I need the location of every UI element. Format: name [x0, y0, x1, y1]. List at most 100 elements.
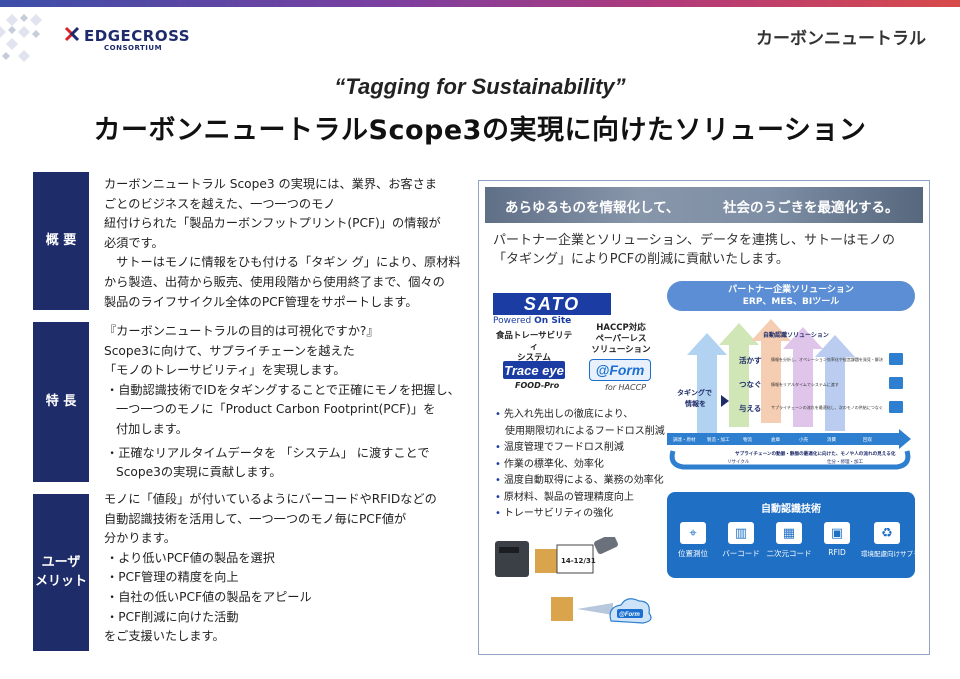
rfid-icon: ▣ [824, 522, 850, 544]
feature-text: 作業の標準化、効率化 [503, 458, 604, 470]
intro-line: 「タギング」によりPCFの削減に貢献いたします。 [493, 252, 789, 267]
feature-text: 先入れ先出しの徹底により、 [503, 409, 634, 420]
return-label: リサイクル [727, 459, 750, 465]
qr-code-icon: ▦ [776, 522, 802, 544]
stream-caption: サプライチェーンの動脈・静脈の最適化に向けた、モノや人の流れの見える化 [735, 450, 896, 457]
overview-line: カーボンニュートラル Scope3 の実現には、業界、お客さま [104, 177, 437, 191]
auto-item-label: 環境配慮向けサプライ [861, 550, 926, 558]
stage-label: 物流 [743, 436, 752, 443]
features-bullet-cont: 一つ一つのモノに「Product Carbon Footprint(PCF)」を [116, 402, 436, 417]
form-label-line: HACCP対応 [596, 323, 646, 333]
chart-icon [889, 353, 903, 365]
feature-text: 温度管理でフードロス削減 [503, 442, 624, 453]
feature-item: •温度自動取得による、業務の効率化 [495, 475, 664, 486]
page-title: カーボンニュートラルScope3の実現に向けたソリューション [93, 115, 867, 146]
action-note: サプライチェーンの流れを最適化し、次のモノの供給につなぐ [771, 404, 883, 410]
tagline: “Tagging for Sustainability” [334, 74, 626, 99]
user-merit-label-line: ユーザ [41, 554, 81, 570]
stage-label: 調達・原材 [673, 436, 696, 443]
partner-solution-box: パートナー企業ソリューション ERP、MES、BIツール [667, 281, 915, 311]
auto-item-rfid: ▣ RFID [813, 522, 861, 557]
feature-text: 温度自動取得による、業務の効率化 [503, 475, 664, 486]
merit-bullet: ・より低いPCF値の製品を選択 [106, 550, 275, 565]
box-icon [535, 549, 557, 573]
stage-label: 消費 [827, 436, 836, 443]
food-pro-label: FOOD-Pro [515, 381, 560, 390]
top-gradient-bar [0, 0, 960, 7]
supply-chain-stream [667, 433, 899, 445]
features-bullet-cont: 付加します。 [116, 421, 188, 436]
devices-illustration: 14-12/31 @Form [495, 537, 652, 624]
feature-text: 使用期限切れによるフードロス削減 [495, 425, 665, 437]
auto-recognition-box: 自動認識技術 ⌖ 位置測位 ▥ バーコード ▦ 二次元コード ▣ RFID ♻ … [667, 492, 926, 578]
form-label-line: ソリューション [591, 345, 651, 355]
section-label: カーボンニュートラル [756, 29, 926, 49]
features-bullet-text: 自動認識技術でIDをタギングすることで正確にモノを把握し、 [118, 382, 460, 397]
feature-item: •原材料、製品の管理精度向上 [495, 491, 634, 503]
edgecross-logo-icon [64, 26, 80, 42]
merit-bullet: ・PCF管理の精度を向上 [106, 570, 239, 585]
label-icon [556, 544, 594, 574]
auto-item-label: RFID [828, 548, 846, 557]
trace-product-label: 食品トレーサビリティ システム [493, 331, 575, 364]
features-bullet-text: 正確なリアルタイムデータを 「システム」 に渡すことで [118, 445, 430, 460]
form-label-line: ペーパーレス [595, 334, 647, 344]
user-merit-text: モノに「値段」が付いているようにバーコードやRFIDなどの 自動認識技術を活用し… [104, 490, 464, 647]
sato-logo: SATO [493, 293, 611, 315]
barcode-icon: ▥ [728, 522, 754, 544]
feature-text: 原材料、製品の管理精度向上 [503, 491, 634, 503]
logo-wordmark: EDGECROSS [84, 27, 190, 45]
action-note: 情報を分析し、オペレーション効率化や経営課題を発見・解決 [771, 356, 883, 362]
feature-item: •トレーサビリティの強化 [495, 508, 614, 519]
features-line: Scope3に向けて、サプライチェーンを越えた [104, 343, 355, 358]
merit-bullet-text: PCF削減に向けた活動 [118, 609, 239, 624]
feature-item: •温度管理でフードロス削減 [495, 442, 624, 453]
features-line: 「モノのトレーサビリティ」を実現します。 [104, 363, 346, 378]
merit-bullet: ・自社の低いPCF値の製品をアピール [106, 589, 312, 604]
merit-bullet-text: 自社の低いPCF値の製品をアピール [118, 589, 312, 604]
return-label: 仕分・修理・加工 [827, 458, 863, 465]
solution-panel: あらゆるものを情報化して、 社会のうごきを最適化する。 パートナー企業とソリュー… [478, 180, 930, 655]
overview-text: カーボンニュートラル Scope3 の実現には、業界、お客さま ごとのビジネスを… [104, 175, 464, 312]
overview-line: 製品のライフサイクル全体のPCF管理をサポートします。 [104, 294, 418, 309]
merit-line: 分かります。 [104, 531, 176, 546]
auto-item-label: 位置測位 [678, 549, 708, 558]
form-product-label: HACCP対応 ペーパーレス ソリューション [581, 323, 661, 356]
features-bullet-cont: Scope3の実現に貢献します。 [116, 465, 282, 480]
features-bullet: ・正確なリアルタイムデータを 「システム」 に渡すことで [106, 445, 430, 460]
powered-bold-text: On Site [534, 316, 572, 326]
overview-line: ごとのビジネスを越えた、一つ一つのモノ [104, 196, 336, 211]
auto-item-qr: ▦ 二次元コード [765, 522, 813, 559]
auto-item-label: 二次元コード [766, 549, 812, 558]
user-merit-label-line: メリット [34, 573, 87, 589]
return-stream [669, 450, 911, 470]
transfer-arrow [577, 603, 613, 615]
stage-label: 小売 [799, 436, 808, 443]
cloud-form-label: @Form [619, 612, 641, 618]
package-icon [551, 597, 573, 621]
merit-line: 自動認識技術を活用して、一つ一つのモノ毎にPCF値が [104, 511, 407, 526]
panel-intro: パートナー企業とソリューション、データを連携し、サトーはモノの 「タギング」によ… [493, 231, 919, 269]
row-label-features: 特 長 [33, 322, 89, 482]
auto-item-location: ⌖ 位置測位 [669, 522, 717, 559]
action-label: つなぐ [739, 380, 762, 389]
action-label: 与える [739, 403, 761, 413]
feature-list: •先入れ先出しの徹底により、 使用期限切れによるフードロス削減 •温度管理でフー… [495, 407, 673, 523]
row-label-user-merit: ユーザ メリット [33, 494, 89, 651]
features-line: 『カーボンニュートラルの目的は可視化ですか?』 [104, 324, 379, 338]
feature-item: •先入れ先出しの徹底により、 [495, 409, 634, 420]
merit-closing: をご支援いたします。 [104, 629, 225, 644]
intro-line: パートナー企業とソリューション、データを連携し、サトーはモノの [493, 233, 895, 248]
merit-bullet: ・PCF削減に向けた活動 [106, 609, 239, 624]
features-bullet: ・自動認識技術でIDをタギングすることで正確にモノを把握し、 [106, 382, 460, 397]
overview-line: 必須です。 [104, 235, 164, 250]
tagging-label-line: タギングで [677, 388, 712, 397]
location-icon: ⌖ [680, 522, 706, 544]
overview-line: サトーはモノに情報をひも付ける「タギン グ」により、原材料 [104, 255, 461, 270]
merit-line: モノに「値段」が付いているようにバーコードやRFIDなどの [104, 492, 437, 506]
eco-supply-icon: ♻ [874, 522, 900, 544]
merit-bullet-text: PCF管理の精度を向上 [118, 570, 239, 585]
panel-banner: あらゆるものを情報化して、 社会のうごきを最適化する。 [485, 187, 923, 223]
overview-line: から製造、出荷から販売、使用段階から使用終了まで、個々の [104, 274, 445, 289]
form-logo: @Form [589, 359, 651, 381]
